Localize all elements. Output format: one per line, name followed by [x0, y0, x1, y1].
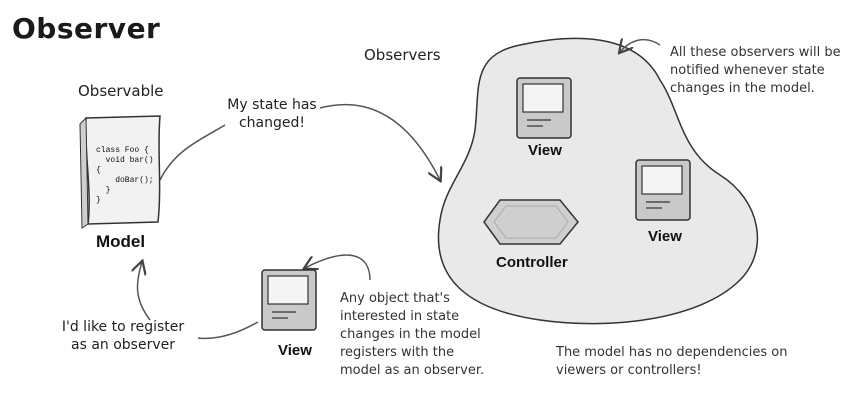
note-line: viewers or controllers! [556, 363, 702, 378]
callout-line: changed! [238, 115, 306, 131]
callout-line: My state has [227, 97, 317, 113]
model-document [79, 115, 161, 229]
view-label-2: View [648, 228, 682, 245]
page-title: Observer [12, 12, 161, 45]
code-line: } [96, 186, 111, 195]
note-to-view-arrow [305, 254, 371, 281]
view-to-register-line [197, 321, 259, 340]
code-line: doBar(); [96, 176, 154, 185]
observable-label: Observable [78, 82, 164, 100]
new-view-label: View [278, 342, 312, 359]
dependencies-note: The model has no dependencies on viewers… [556, 344, 787, 380]
note-line: The model has no dependencies on [556, 345, 788, 360]
register-arrow [137, 262, 151, 321]
cloud-note: All these observers will be notified whe… [670, 44, 841, 98]
note-line: model as an observer. [340, 363, 485, 378]
cloud-note-arrow [620, 40, 661, 52]
register-callout: I'd like to register as an observer [48, 318, 198, 354]
note-line: notified whenever state [670, 63, 825, 78]
view-computer-1 [516, 77, 572, 139]
view-label-1: View [528, 142, 562, 159]
code-line: { [96, 166, 101, 175]
observers-label: Observers [364, 46, 441, 64]
note-line: registers with the [340, 345, 455, 360]
callout-to-model-line [159, 124, 226, 181]
callout-line: I'd like to register [61, 319, 185, 335]
note-line: changes in the model. [670, 81, 815, 96]
state-changed-callout: My state has changed! [222, 96, 322, 132]
controller-shape [483, 199, 579, 245]
note-line: changes in the model [340, 327, 481, 342]
code-line: } [96, 196, 101, 205]
controller-label: Controller [496, 254, 568, 271]
note-line: All these observers will be [670, 45, 841, 60]
callout-line: as an observer [71, 337, 175, 353]
note-line: Any object that's [340, 291, 450, 306]
note-line: interested in state [340, 309, 460, 324]
code-line: class Foo { [96, 146, 149, 155]
new-view-note: Any object that's interested in state ch… [340, 290, 484, 380]
view-computer-2 [635, 159, 691, 221]
code-line: void bar() [96, 156, 154, 165]
state-changed-arrow [319, 103, 440, 180]
model-label: Model [96, 232, 146, 251]
view-computer-new [261, 269, 317, 331]
model-code: class Foo { void bar() { doBar(); } } [96, 146, 154, 206]
